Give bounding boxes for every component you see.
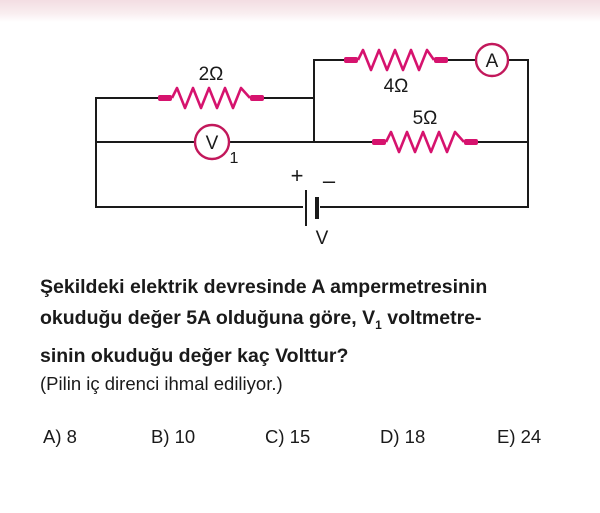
option-a[interactable]: A) 8 — [43, 426, 77, 447]
battery-minus-sign: – — [323, 168, 336, 193]
question-line-1: Şekildeki elektrik devresinde A ampermet… — [40, 276, 488, 298]
voltmeter-icon: V — [193, 123, 231, 161]
resistor-5-ohm — [372, 130, 478, 154]
option-d[interactable]: D) 18 — [380, 426, 426, 447]
battery-icon — [305, 190, 319, 226]
ammeter-letter: A — [486, 51, 499, 72]
question-line-2: okuduğu değer 5A olduğuna göre, V1 voltm… — [40, 303, 585, 341]
circuit-diagram: 2Ω 4Ω 5Ω A V 1 + – V — [95, 42, 529, 249]
question-line-3: sinin okuduğu değer kaç Volttur? — [40, 344, 349, 367]
ammeter-icon: A — [474, 42, 510, 78]
resistor-2-ohm — [158, 86, 264, 110]
answer-options: A) 8 B) 10 C) 15 D) 18 E) 24 — [40, 426, 580, 456]
question-block: Şekildeki elektrik devresinde A ampermet… — [40, 272, 585, 396]
battery-voltage-label: V — [316, 228, 329, 249]
question-line-2-subscript: 1 — [375, 317, 382, 332]
voltmeter-subscript: 1 — [230, 150, 239, 167]
option-b[interactable]: B) 10 — [151, 426, 196, 447]
battery-plus-sign: + — [291, 163, 304, 188]
top-decoration-band — [0, 0, 600, 22]
resistor-4-ohm — [344, 48, 448, 72]
voltmeter-letter: V — [206, 133, 219, 154]
question-line-2-start: okuduğu değer 5A olduğuna göre, V — [40, 307, 376, 329]
wire-right — [320, 141, 529, 208]
wire-upper-right — [509, 59, 529, 143]
resistor-2-ohm-label: 2Ω — [199, 64, 224, 85]
question-line-2-end: voltmetre- — [381, 307, 482, 329]
resistor-5-ohm-label: 5Ω — [413, 108, 438, 129]
option-e[interactable]: E) 24 — [497, 426, 542, 447]
question-note: (Pilin iç direnci ihmal ediliyor.) — [40, 372, 283, 394]
option-c[interactable]: C) 15 — [265, 426, 311, 447]
wire-left — [95, 97, 303, 208]
resistor-4-ohm-label: 4Ω — [384, 76, 409, 97]
